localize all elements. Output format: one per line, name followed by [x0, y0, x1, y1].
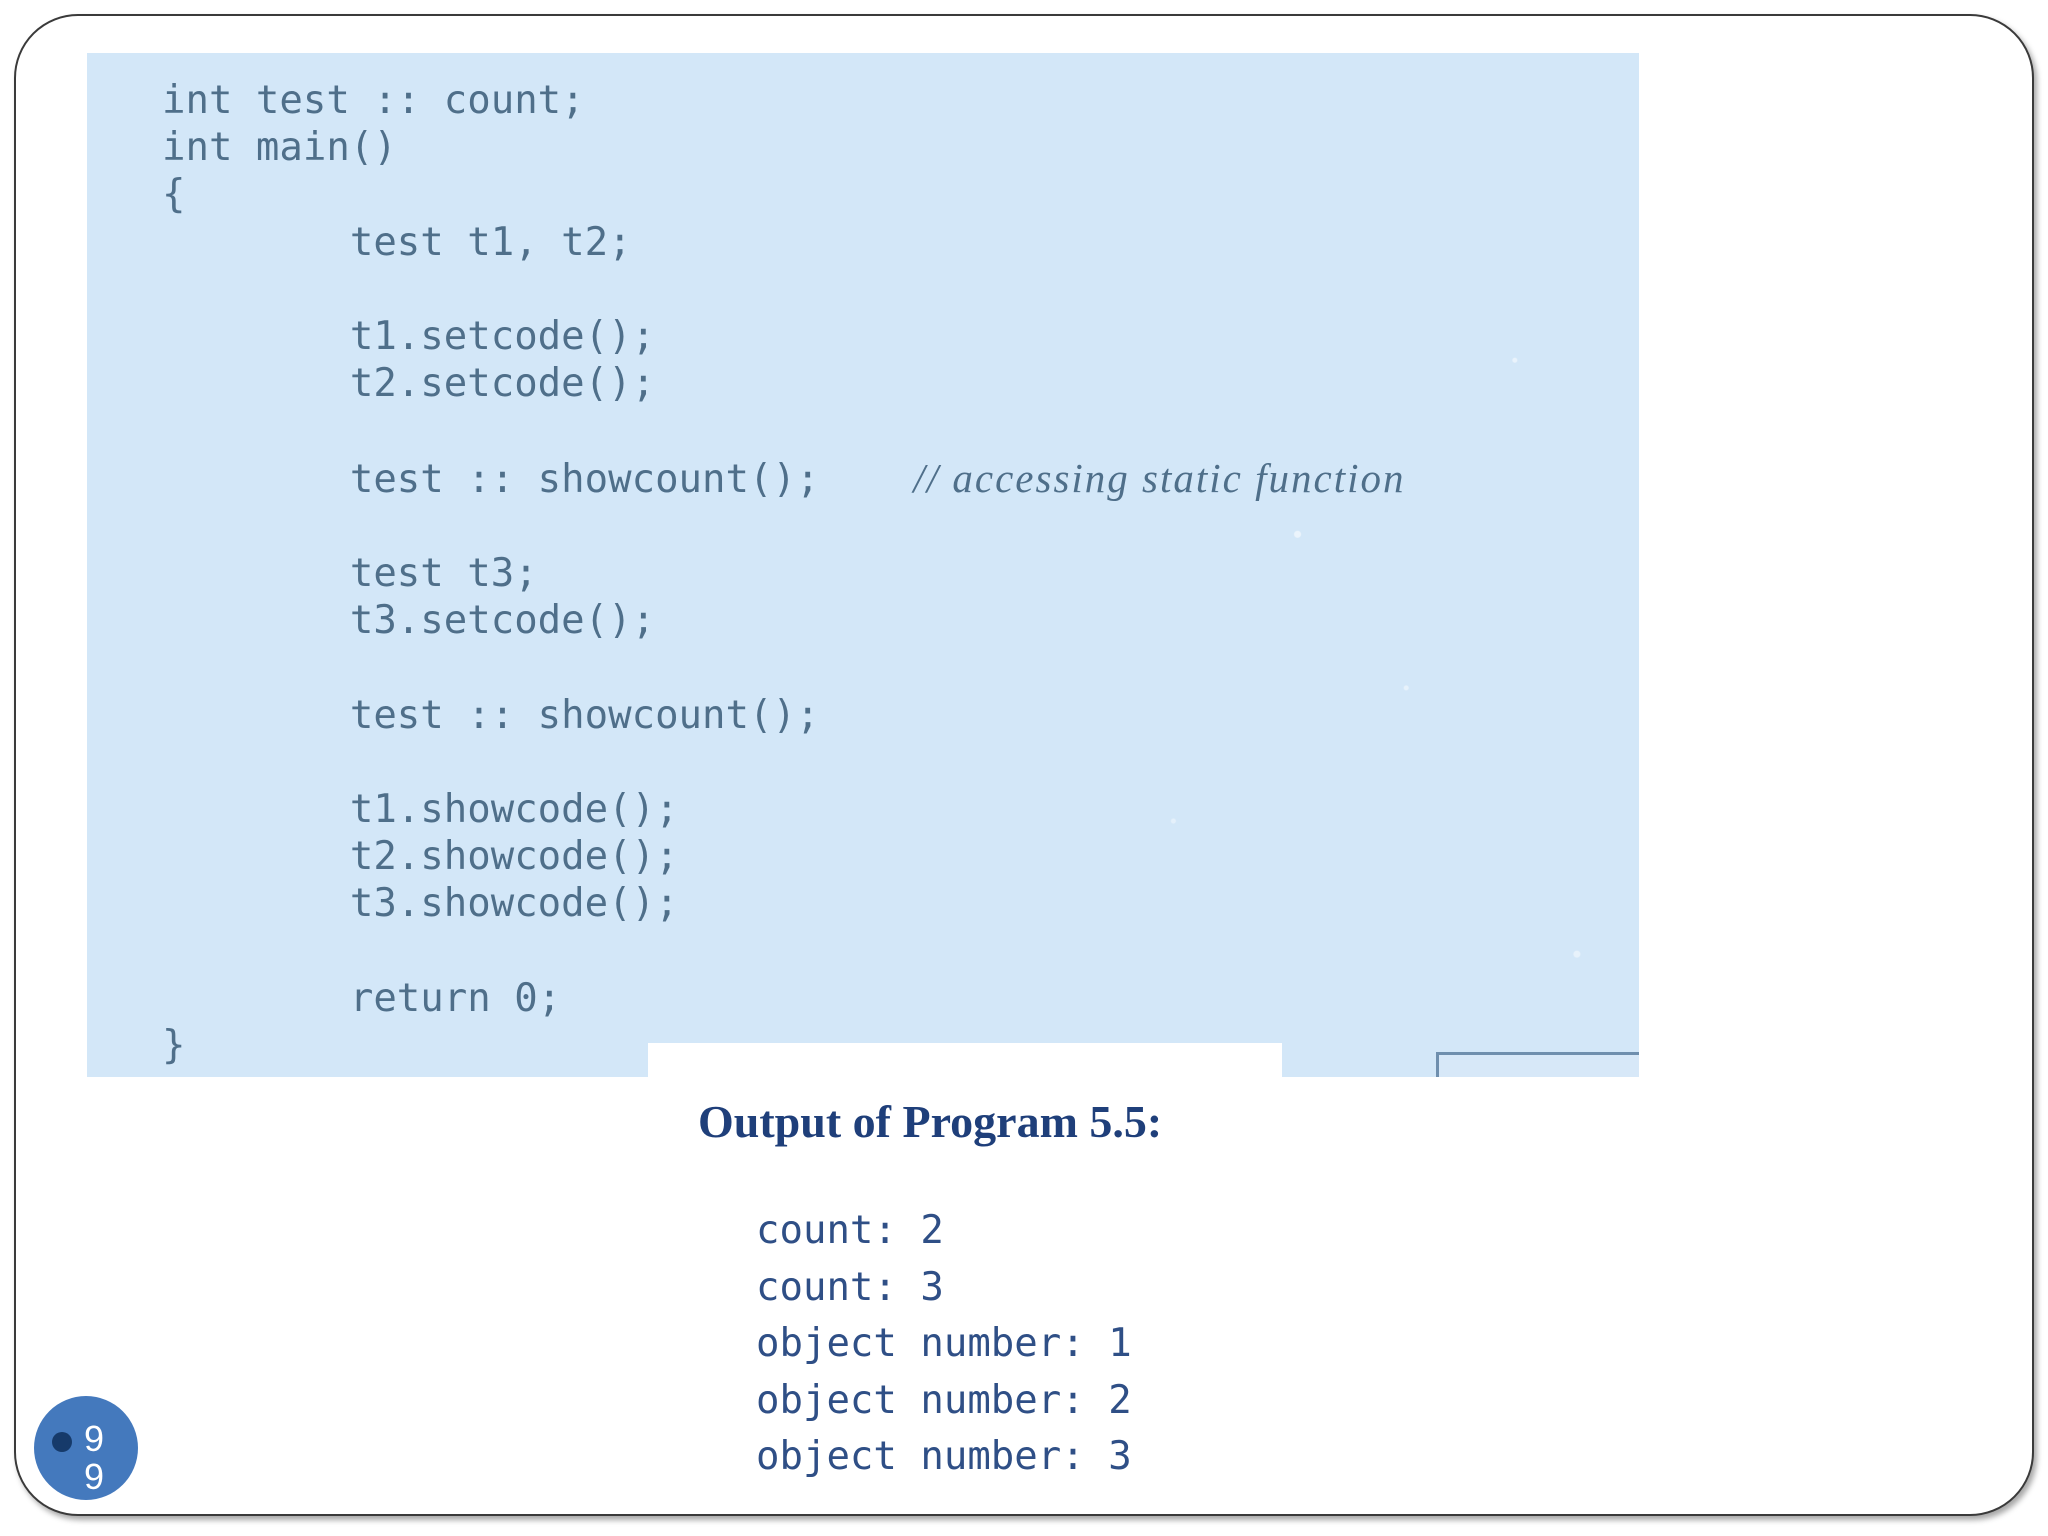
bullet-dot-icon [52, 1432, 72, 1452]
code-line: int test :: count; [162, 78, 585, 123]
code-line: t3.showcode(); [162, 881, 679, 927]
output-line: object number: 1 [756, 1321, 1132, 1366]
code-line: t1.setcode(); [162, 314, 656, 360]
code-line: t3.setcode(); [162, 598, 656, 644]
code-line: test t1, t2; [162, 219, 632, 265]
slide-number: 99 [84, 1418, 105, 1497]
slide-number-badge: 99 [34, 1396, 138, 1500]
output-line: count: 2 [756, 1208, 944, 1253]
slide-frame: int test :: count; int main() { test t1,… [14, 14, 2034, 1516]
code-line: t2.showcode(); [162, 834, 679, 880]
output-panel: Output of Program 5.5: count: 2 count: 3… [648, 1043, 1282, 1513]
code-block: int test :: count; int main() { test t1,… [162, 77, 1406, 1069]
code-line: t2.setcode(); [162, 361, 656, 407]
code-listing-image: int test :: count; int main() { test t1,… [87, 53, 1639, 1077]
code-line: return 0; [162, 975, 562, 1021]
code-line: test :: showcount(); [162, 456, 820, 502]
image-corner-box [1436, 1052, 1639, 1077]
code-line: t1.showcode(); [162, 787, 679, 833]
output-line: object number: 2 [756, 1377, 1132, 1423]
code-line: int main() [162, 125, 397, 171]
code-line: test t3; [162, 551, 538, 597]
code-line: } [162, 1023, 186, 1069]
code-line: test :: showcount(); [162, 692, 820, 738]
code-line: { [162, 172, 186, 218]
output-line: object number: 3 [756, 1434, 1132, 1479]
output-line: count: 3 [756, 1264, 944, 1310]
code-comment: // accessing static function [913, 454, 1406, 501]
output-lines: count: 2 count: 3 object number: 1 objec… [756, 1203, 1132, 1486]
output-title: Output of Program 5.5: [698, 1096, 1163, 1147]
